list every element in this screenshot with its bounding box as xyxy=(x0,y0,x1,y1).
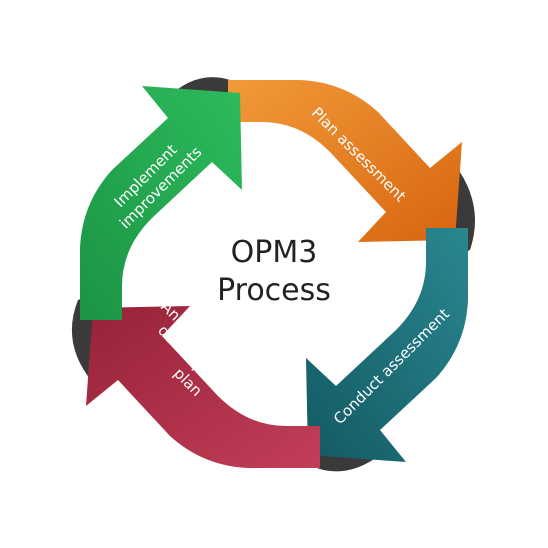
center-title-line2: Process xyxy=(217,273,331,308)
arrow-plan-assessment xyxy=(228,80,462,242)
center-title: OPM3 Process xyxy=(217,235,331,308)
step-analyze-findings: Analyze findings & develop action plan xyxy=(86,298,320,468)
arrow-conduct-assessment xyxy=(306,228,468,462)
step-conduct-assessment: Conduct assessment xyxy=(306,228,468,462)
arrow-implement-improvements xyxy=(80,86,242,320)
arrow-analyze-findings xyxy=(86,306,320,468)
step-plan-assessment: Plan assessment xyxy=(228,80,462,242)
center-title-line1: OPM3 xyxy=(231,235,318,270)
step-implement-improvements: Implement improvements xyxy=(80,86,242,320)
